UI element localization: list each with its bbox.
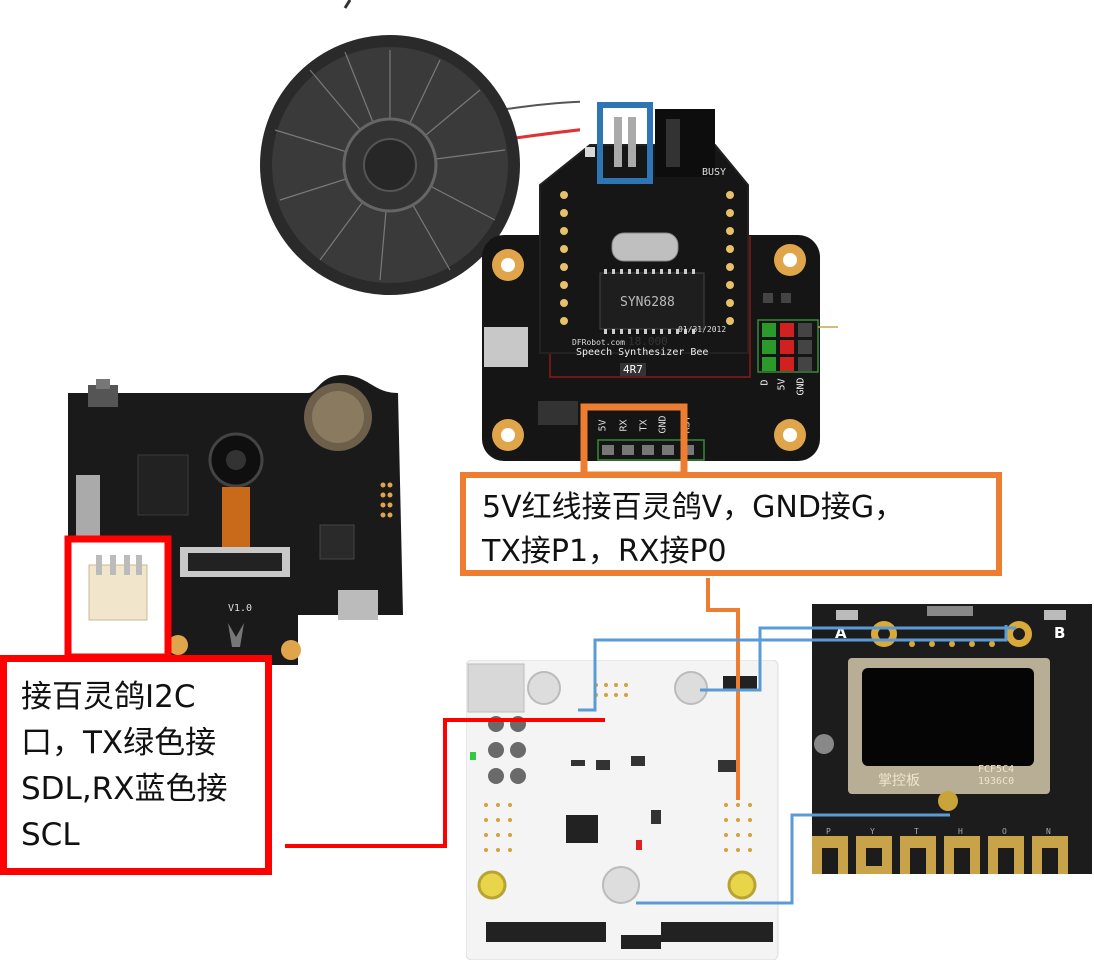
handpy-pin-o: O bbox=[1002, 827, 1007, 836]
red-note-line-1: 接百灵鸽I2C bbox=[21, 679, 196, 715]
speech-board-art bbox=[482, 102, 838, 461]
orange-note-line-2: TX接P1，RX接P0 bbox=[482, 534, 727, 569]
red-wire bbox=[285, 718, 605, 848]
handpy-serial-2: 1936C0 bbox=[978, 776, 1015, 787]
speech-name-label: Speech Synthesizer Bee bbox=[576, 347, 709, 358]
handpy-pin-n: N bbox=[1046, 827, 1051, 836]
camera-i2c-connector-highlight bbox=[64, 535, 172, 660]
speech-brand-label: DFRobot.com bbox=[572, 338, 625, 347]
blue-wire-2 bbox=[700, 626, 1016, 692]
speech-busy-label: BUSY bbox=[702, 167, 727, 178]
bailingge-board-art bbox=[465, 659, 779, 961]
speaker-connector-highlight bbox=[597, 102, 653, 184]
speech-synthesizer-board: BUSY 18.000 SYN6288 DFRobot.com 01/31/20… bbox=[480, 95, 840, 467]
handpy-pin-t: T bbox=[914, 827, 919, 836]
red-connection-note: 接百灵鸽I2C 口，TX绿色接 SDL,RX蓝色接 SCL bbox=[0, 655, 272, 875]
handpy-pin-h: H bbox=[958, 827, 963, 836]
handpy-brand-label: 掌控板 bbox=[878, 773, 920, 789]
bailingge-expansion-board bbox=[465, 659, 780, 961]
speaker bbox=[260, 0, 580, 295]
red-note-line-3: SDL,RX蓝色接 bbox=[21, 771, 228, 807]
speech-resistor-label: 4R7 bbox=[620, 363, 646, 376]
blue-wire-3 bbox=[636, 813, 950, 905]
camera-version-label: V1.0 bbox=[228, 603, 253, 614]
handpy-button-a-label: A bbox=[835, 624, 847, 642]
red-note-line-2: 口，TX绿色接 bbox=[21, 725, 217, 761]
blue-wire-1 bbox=[578, 625, 1008, 712]
handpy-pin-p: P bbox=[826, 827, 831, 836]
handpy-serial-1: FCF5C4 bbox=[978, 764, 1015, 775]
speech-date-label: 01/31/2012 bbox=[678, 325, 727, 334]
handpy-pin-y: Y bbox=[870, 827, 875, 836]
orange-wire bbox=[706, 578, 740, 800]
orange-connection-note: 5V红线接百灵鸽V，GND接G， TX接P1，RX接P0 bbox=[460, 472, 1002, 576]
red-note-line-4: SCL bbox=[21, 817, 80, 853]
handpy-board: A B 掌控板 FCF5C4 1936C0 P Y T H O N bbox=[812, 604, 1094, 874]
handpy-button-b-label: B bbox=[1054, 624, 1066, 642]
speech-crystal-label: 18.000 bbox=[628, 335, 668, 348]
handpy-board-art bbox=[812, 604, 1092, 874]
speech-chip-label: SYN6288 bbox=[620, 295, 675, 310]
orange-note-line-1: 5V红线接百灵鸽V，GND接G， bbox=[482, 490, 905, 525]
